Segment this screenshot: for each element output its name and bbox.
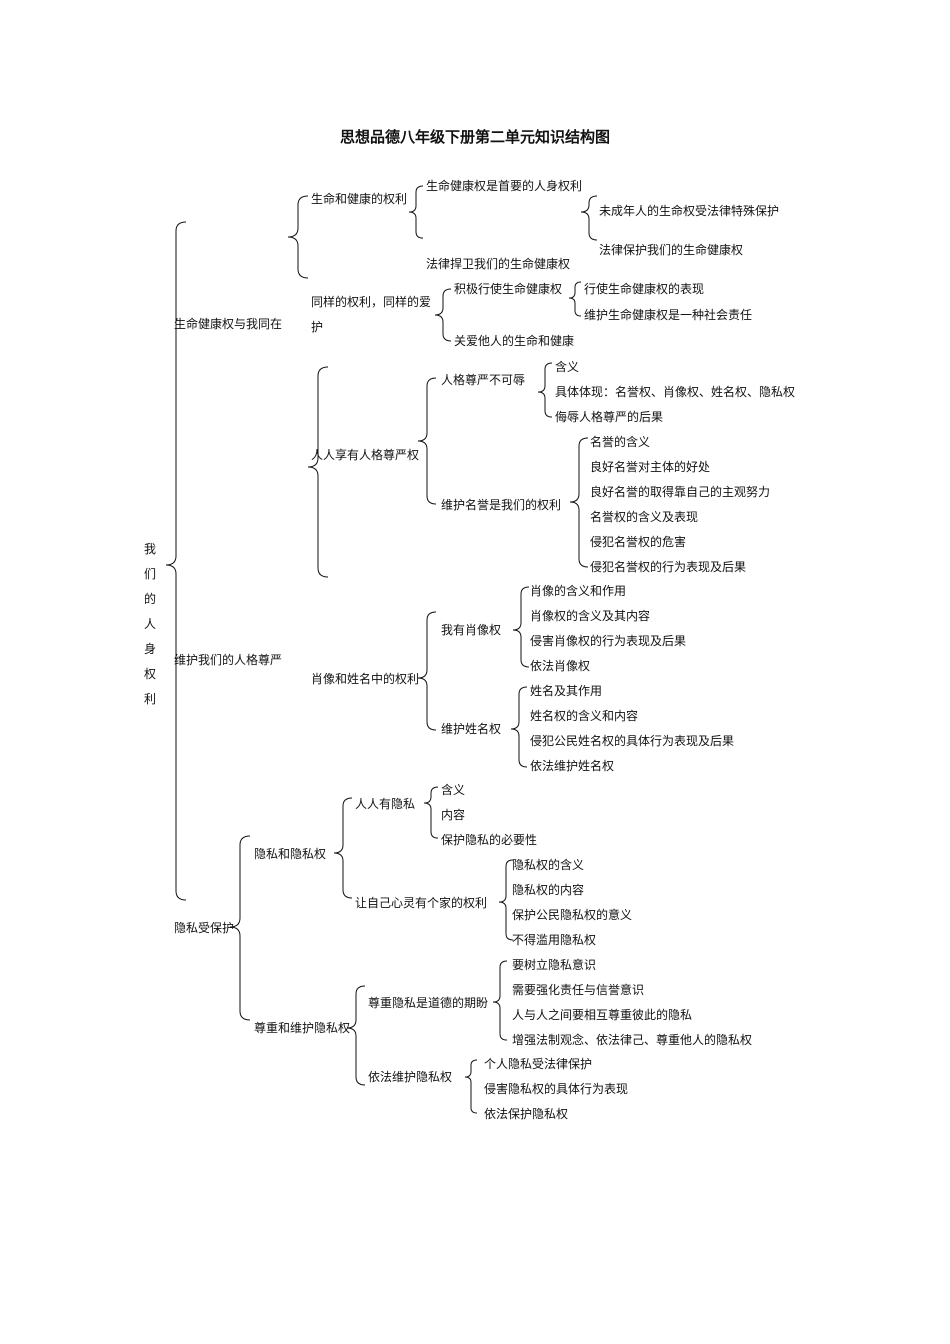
- brace: [165, 221, 187, 901]
- brace: [510, 686, 528, 768]
- leaf: 生命健康权是首要的人身权利: [426, 179, 583, 193]
- node-dignity-right: 人人享有人格尊严权: [311, 448, 420, 462]
- section-privacy: 隐私受保护: [174, 921, 235, 935]
- leaf: 依法肖像权: [530, 659, 591, 673]
- brace: [512, 586, 530, 668]
- root-label: 我 们 的 人 身 权 利: [143, 537, 157, 712]
- brace: [569, 437, 589, 568]
- leaf: 含义: [555, 360, 580, 374]
- brace: [434, 288, 452, 342]
- brace: [492, 960, 508, 1041]
- root-char: 身: [143, 642, 156, 656]
- leaf: 要树立隐私意识: [512, 958, 597, 972]
- node-heart-home: 让自己心灵有个家的权利: [355, 896, 488, 910]
- brace: [568, 281, 582, 317]
- node-everyone-privacy: 人人有隐私: [355, 797, 416, 811]
- root-char: 利: [143, 692, 156, 706]
- leaf: 保护隐私的必要性: [441, 833, 538, 847]
- brace: [408, 185, 424, 239]
- brace: [417, 611, 437, 731]
- brace: [307, 366, 329, 578]
- leaf: 名誉的含义: [590, 435, 651, 449]
- leaf: 依法维护姓名权: [530, 759, 615, 773]
- leaf: 个人隐私受法律保护: [484, 1057, 593, 1071]
- root-char: 我: [143, 542, 156, 556]
- root-char: 人: [143, 617, 156, 631]
- brace: [464, 1059, 478, 1114]
- leaf: 人与人之间要相互尊重彼此的隐私: [512, 1008, 693, 1022]
- leaf: 内容: [441, 808, 466, 822]
- leaf: 名誉权的含义及表现: [590, 510, 699, 524]
- node-name-right: 维护姓名权: [441, 722, 502, 736]
- leaf: 关爱他人的生命和健康: [454, 334, 575, 348]
- leaf: 增强法制观念、依法律己、尊重他人的隐私权: [512, 1033, 753, 1047]
- leaf: 肖像权的含义及其内容: [530, 609, 651, 623]
- brace: [287, 195, 309, 279]
- section-dignity: 维护我们的人格尊严: [174, 653, 283, 667]
- section-life-health: 生命健康权与我同在: [174, 317, 283, 331]
- root-char: 权: [143, 667, 156, 681]
- leaf: 侵害肖像权的行为表现及后果: [530, 634, 687, 648]
- node-same-rights-cont: 护: [311, 320, 324, 334]
- node-life-health-rights: 生命和健康的权利: [311, 192, 408, 206]
- node-respect-privacy: 尊重和维护隐私权: [254, 1021, 351, 1035]
- page-title: 思想品德八年级下册第二单元知识结构图: [339, 128, 610, 146]
- leaf: 保护公民隐私权的意义: [512, 908, 633, 922]
- brace: [423, 786, 439, 839]
- node-portrait-name: 肖像和姓名中的权利: [311, 672, 420, 686]
- leaf: 侵犯名誉权的危害: [590, 535, 687, 549]
- leaf: 侵害隐私权的具体行为表现: [484, 1082, 629, 1096]
- leaf: 不得滥用隐私权: [512, 933, 597, 947]
- leaf: 行使生命健康权的表现: [584, 282, 705, 296]
- leaf: 法律捍卫我们的生命健康权: [426, 257, 571, 271]
- leaf: 肖像的含义和作用: [530, 584, 627, 598]
- leaf: 良好名誉的取得靠自己的主观努力: [590, 485, 771, 499]
- leaf: 未成年人的生命权受法律特殊保护: [599, 204, 780, 218]
- brace: [229, 835, 251, 1021]
- leaf: 积极行使生命健康权: [454, 282, 563, 296]
- node-legal-protect: 依法维护隐私权: [368, 1070, 453, 1084]
- leaf: 法律保护我们的生命健康权: [599, 243, 744, 257]
- node-no-insult: 人格尊严不可辱: [441, 373, 526, 387]
- brace: [333, 797, 353, 899]
- leaf: 隐私权的含义: [512, 858, 585, 872]
- leaf: 良好名誉对主体的好处: [590, 460, 711, 474]
- leaf: 姓名及其作用: [530, 684, 603, 698]
- node-privacy-rights: 隐私和隐私权: [254, 847, 327, 861]
- brace: [537, 362, 553, 418]
- leaf: 侮辱人格尊严的后果: [555, 410, 664, 424]
- leaf: 隐私权的内容: [512, 883, 585, 897]
- leaf: 具体体现：名誉权、肖像权、姓名权、隐私权: [555, 385, 796, 399]
- leaf: 侵犯名誉权的行为表现及后果: [590, 560, 747, 574]
- brace: [580, 195, 598, 241]
- leaf: 姓名权的含义和内容: [530, 709, 639, 723]
- leaf: 侵犯公民姓名权的具体行为表现及后果: [530, 734, 735, 748]
- node-same-rights: 同样的权利，同样的爱: [311, 295, 432, 309]
- node-portrait: 我有肖像权: [441, 623, 502, 637]
- root-char: 们: [143, 567, 156, 581]
- node-reputation: 维护名誉是我们的权利: [441, 498, 562, 512]
- brace: [346, 985, 366, 1086]
- root-char: 的: [143, 592, 156, 606]
- leaf: 需要强化责任与信誉意识: [512, 983, 645, 997]
- leaf: 含义: [441, 783, 466, 797]
- leaf: 依法保护隐私权: [484, 1107, 569, 1121]
- leaf: 维护生命健康权是一种社会责任: [584, 308, 753, 322]
- brace: [498, 859, 514, 941]
- brace: [417, 377, 437, 505]
- node-moral-expect: 尊重隐私是道德的期盼: [368, 996, 489, 1010]
